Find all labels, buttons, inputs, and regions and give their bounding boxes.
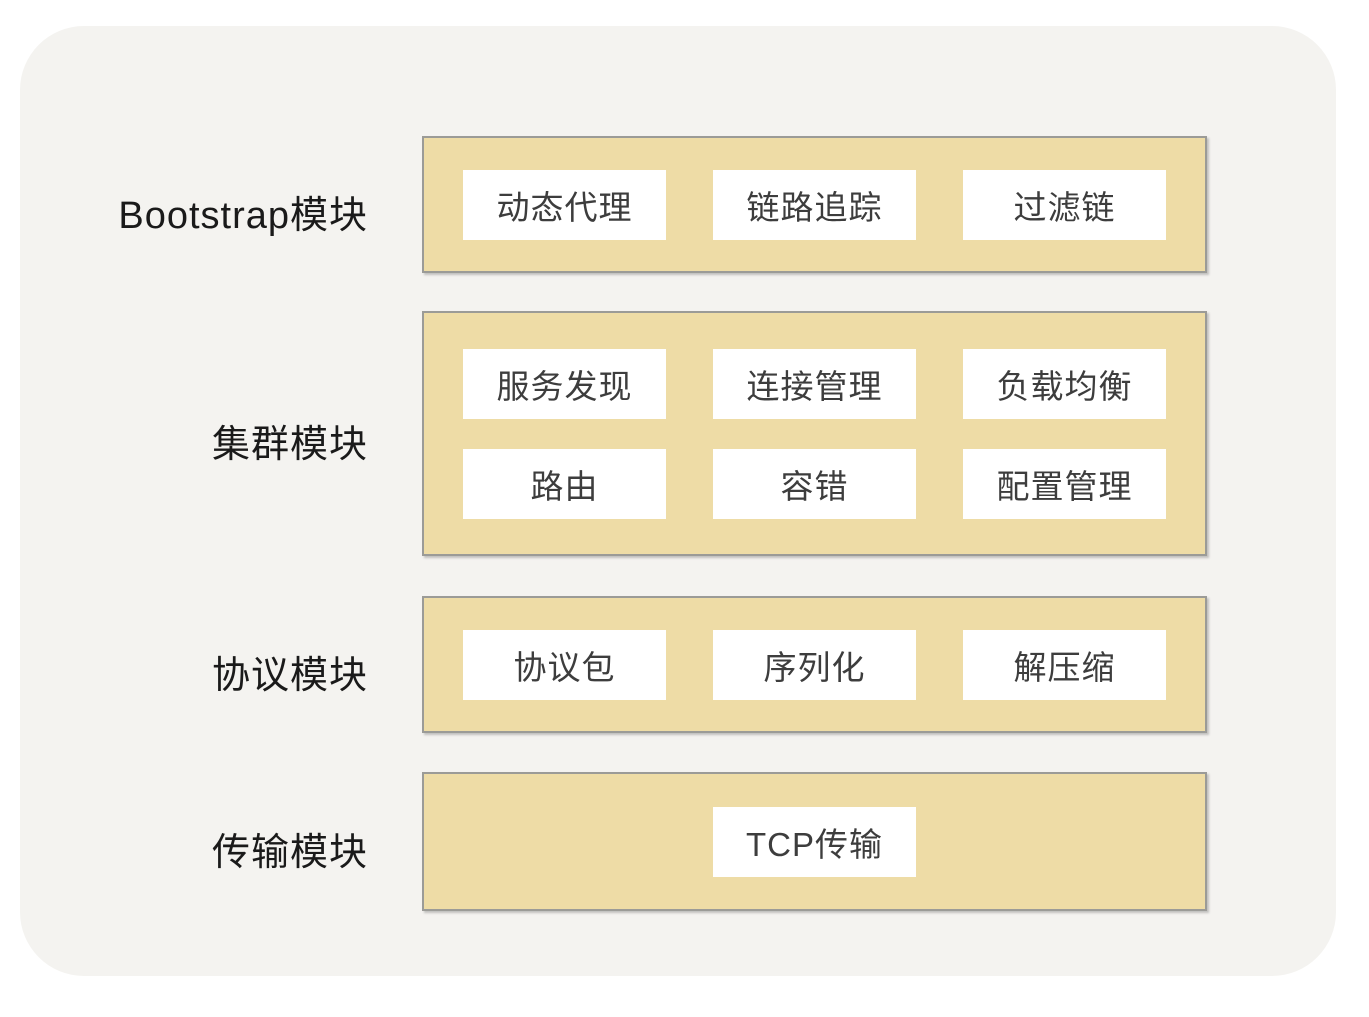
- module-label-protocol: 协议模块: [211, 655, 368, 697]
- module-band-bootstrap: 动态代理 链路追踪 过滤链: [422, 136, 1207, 273]
- component-box-connection-management: 连接管理: [713, 348, 916, 419]
- component-box-config-management: 配置管理: [963, 448, 1166, 519]
- component-box-load-balancing: 负载均衡: [963, 348, 1166, 419]
- component-row: TCP传输: [424, 806, 1205, 877]
- module-label-transport: 传输模块: [211, 832, 368, 874]
- component-row: 服务发现 连接管理 负载均衡: [424, 348, 1205, 419]
- component-row: 动态代理 链路追踪 过滤链: [424, 169, 1205, 240]
- module-band-transport: TCP传输: [422, 772, 1207, 911]
- module-label-cluster: 集群模块: [211, 424, 368, 466]
- module-label-bootstrap: Bootstrap模块: [118, 195, 368, 237]
- component-box-protocol-package: 协议包: [463, 629, 666, 700]
- component-box-service-discovery: 服务发现: [463, 348, 666, 419]
- component-row: 协议包 序列化 解压缩: [424, 629, 1205, 700]
- diagram-card: Bootstrap模块 动态代理 链路追踪 过滤链 集群模块 服务发现 连接管理…: [20, 26, 1336, 976]
- component-box-filter-chain: 过滤链: [963, 169, 1166, 240]
- component-box-decompression: 解压缩: [963, 629, 1166, 700]
- component-box-link-tracing: 链路追踪: [713, 169, 916, 240]
- component-box-serialization: 序列化: [713, 629, 916, 700]
- component-box-routing: 路由: [463, 448, 666, 519]
- component-box-dynamic-proxy: 动态代理: [463, 169, 666, 240]
- component-box-tcp-transport: TCP传输: [713, 806, 916, 877]
- module-band-cluster: 服务发现 连接管理 负载均衡 路由 容错 配置管理: [422, 311, 1207, 556]
- module-band-protocol: 协议包 序列化 解压缩: [422, 596, 1207, 733]
- component-row: 路由 容错 配置管理: [424, 448, 1205, 519]
- component-box-fault-tolerance: 容错: [713, 448, 916, 519]
